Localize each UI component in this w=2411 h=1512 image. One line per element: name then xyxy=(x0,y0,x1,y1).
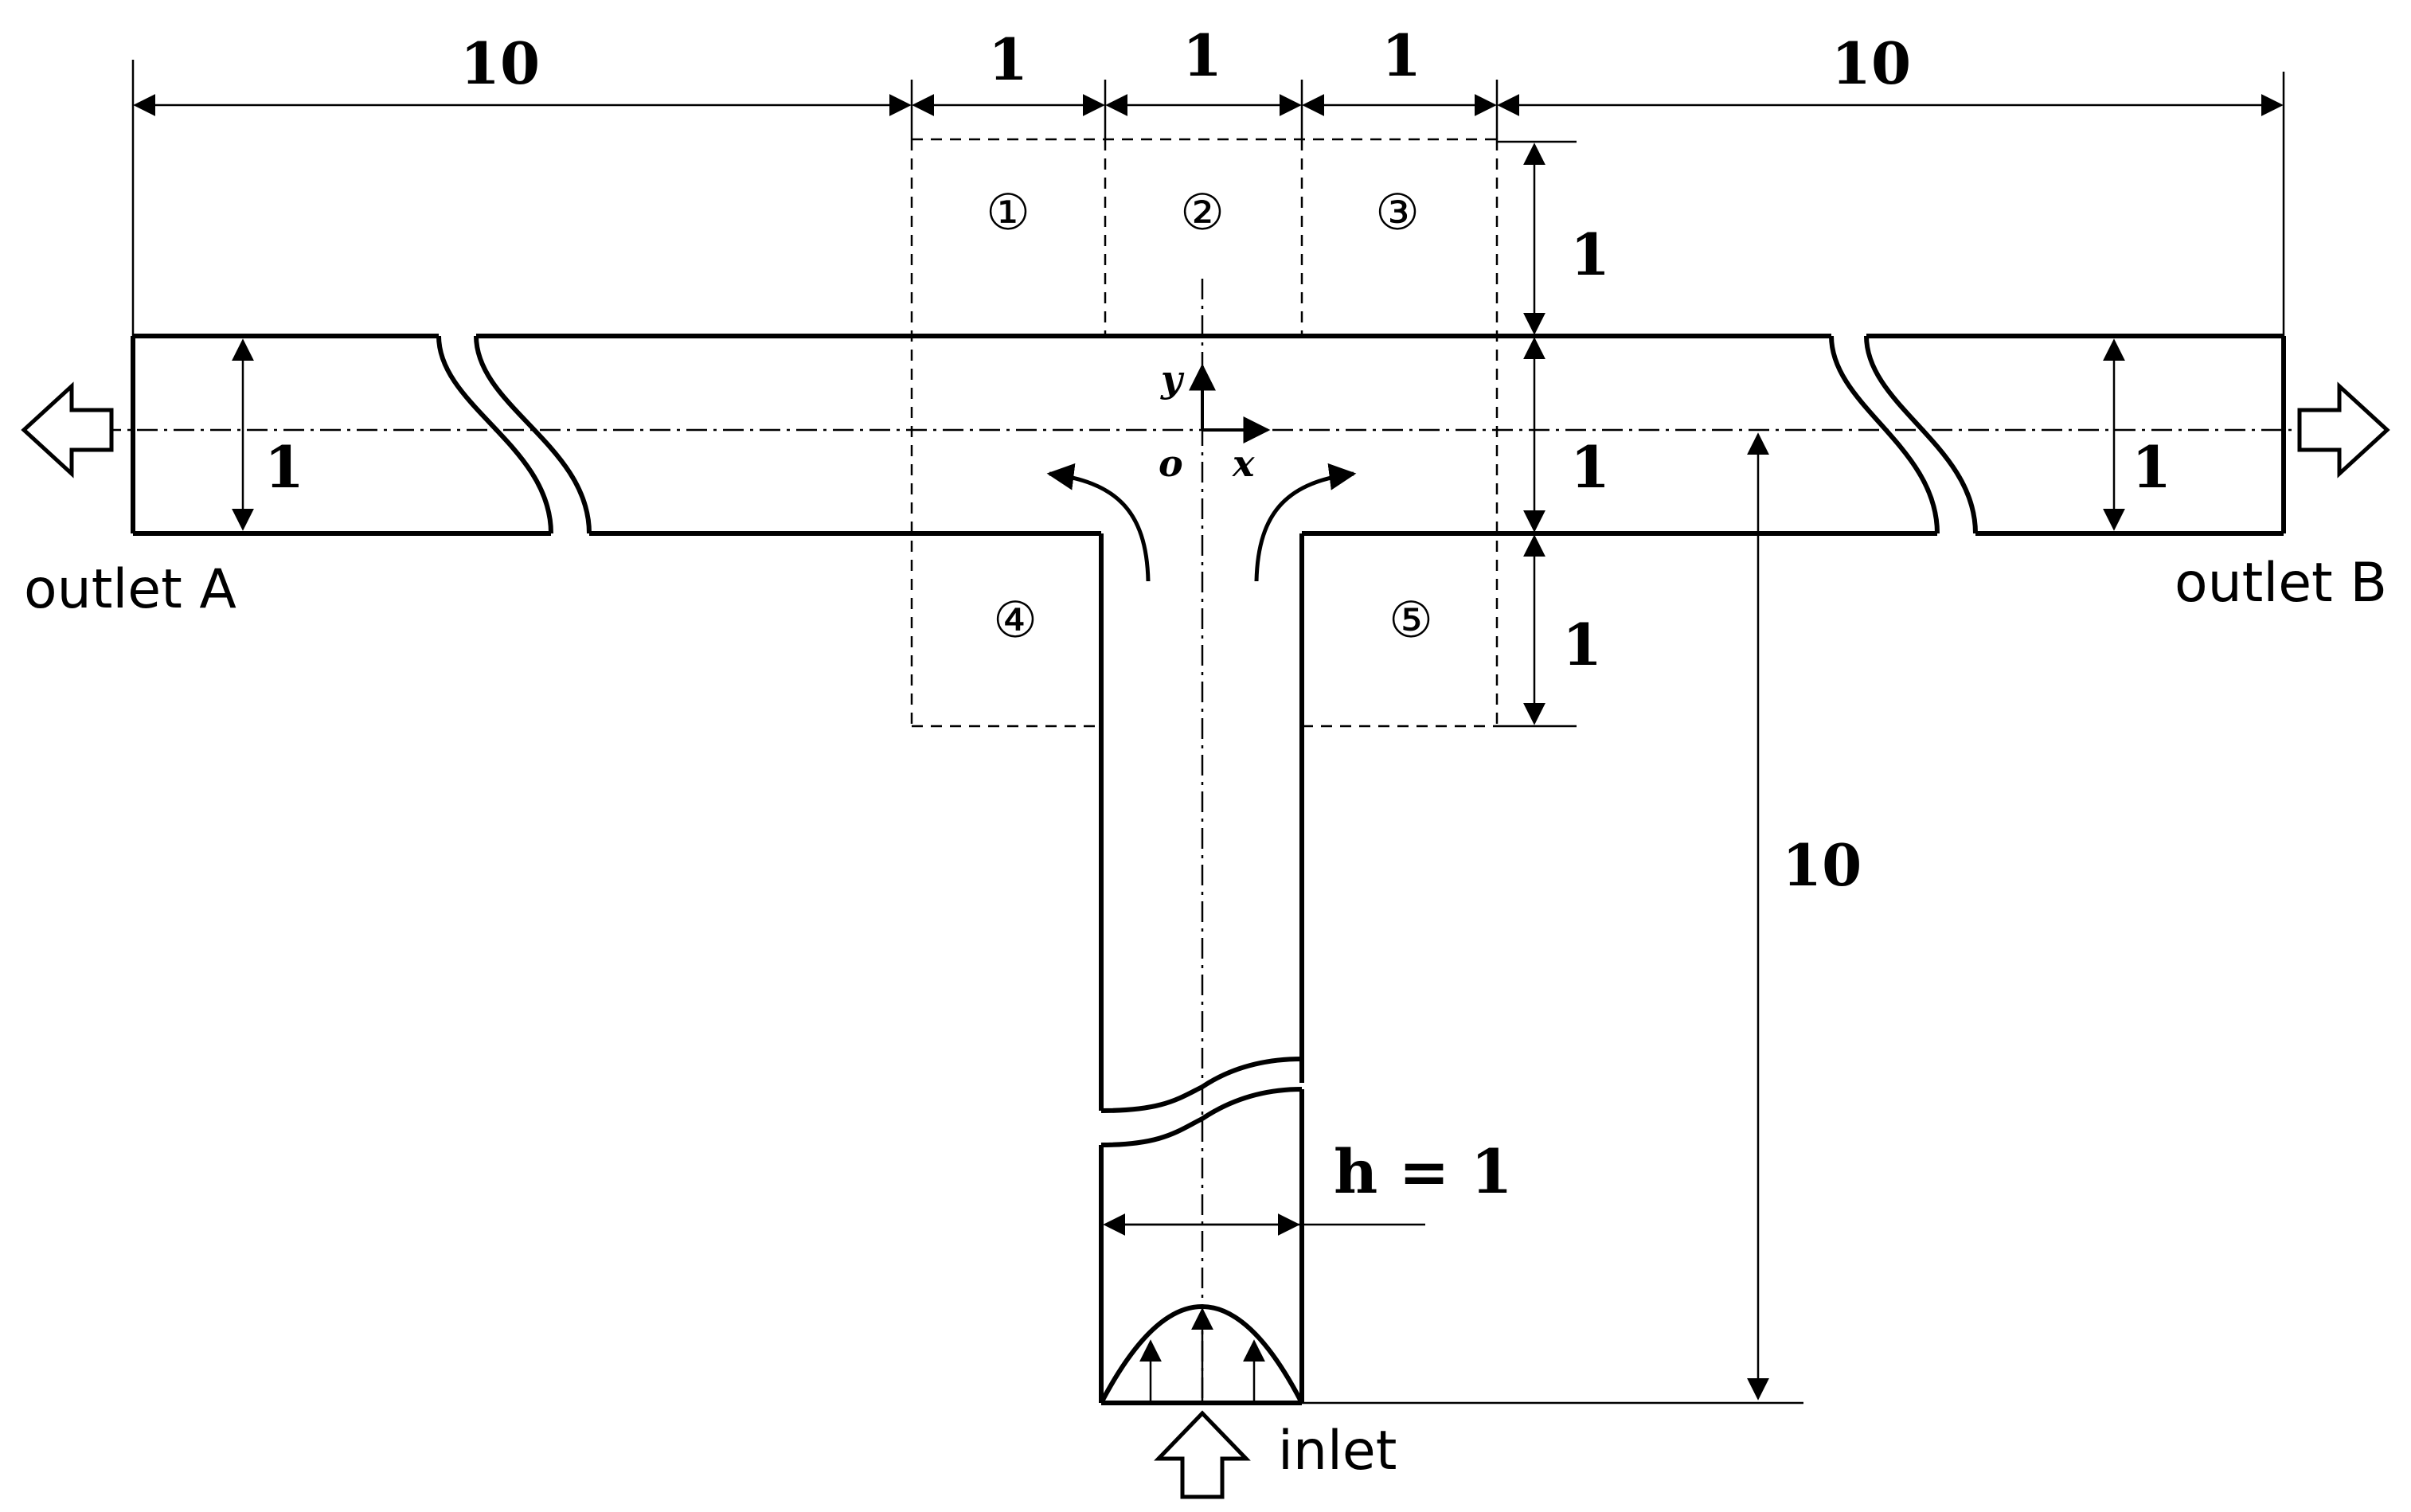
monitor-zones xyxy=(910,138,1499,728)
outlet-a-arrow-icon xyxy=(21,381,114,479)
left-break-curve-1 xyxy=(436,335,553,534)
zone-labels: ① ② ③ ④ ⑤ xyxy=(986,183,1433,649)
zone-3-label: ③ xyxy=(1375,183,1420,241)
dim-lower-zone-label: 1 xyxy=(1562,611,1602,678)
dim-outlet-b-label: 1 xyxy=(2132,433,2171,501)
parabolic-profile-curve xyxy=(1099,1304,1304,1405)
outlet-a-label: outlet A xyxy=(24,558,236,621)
inlet-label: inlet xyxy=(1278,1420,1397,1483)
right-vertical-dimensions: 1 1 1 xyxy=(1497,140,1610,728)
coordinate-axes: y o x xyxy=(1159,357,1271,485)
zone-4-label: ④ xyxy=(993,591,1037,649)
outlet-height-dimensions: 1 1 xyxy=(232,338,2171,531)
channel-walls xyxy=(131,334,2286,1405)
inlet-break-curve-2 xyxy=(1100,1087,1303,1147)
dim-zone-2-label: 1 xyxy=(1182,21,1222,89)
x-axis-label: x xyxy=(1232,442,1255,485)
dim-inlet-width-label: h = 1 xyxy=(1334,1136,1513,1207)
origin-label: o xyxy=(1159,442,1183,485)
zone-1-label: ① xyxy=(986,183,1030,241)
dim-channel-height-label: 1 xyxy=(1570,433,1610,501)
zone-2-label: ② xyxy=(1180,183,1225,241)
dim-inlet-length-label: 10 xyxy=(1782,831,1862,899)
dim-right-length-label: 10 xyxy=(1831,29,1911,97)
right-break-curve-2 xyxy=(1864,335,1978,534)
port-labels: outlet A outlet B inlet xyxy=(24,552,2387,1483)
inlet-arrow-icon xyxy=(1154,1410,1251,1499)
flow-split-arrows xyxy=(1046,463,1357,582)
zone-5-label: ⑤ xyxy=(1389,591,1433,649)
outlet-b-label: outlet B xyxy=(2175,552,2387,615)
outlet-b-arrow-icon xyxy=(2297,381,2390,479)
dim-left-length-label: 10 xyxy=(460,29,540,97)
flow-arrow-left xyxy=(1046,463,1151,582)
centerlines xyxy=(64,279,2357,1403)
flow-arrow-right xyxy=(1254,463,1357,582)
dim-zone-1-label: 1 xyxy=(988,25,1028,93)
inlet-width-dimension: h = 1 xyxy=(1103,1136,1513,1236)
top-dimensions: 10 1 1 1 10 xyxy=(131,21,2285,336)
port-arrows xyxy=(21,381,2390,1499)
inlet-velocity-profile xyxy=(1099,1304,1304,1405)
dim-upper-zone-label: 1 xyxy=(1570,221,1610,288)
y-axis-label: y xyxy=(1160,357,1185,400)
right-break-curve-1 xyxy=(1829,335,1940,534)
dim-outlet-a-label: 1 xyxy=(264,433,304,501)
dim-zone-3-label: 1 xyxy=(1381,21,1421,89)
inlet-length-dimension: 10 xyxy=(1302,432,1862,1405)
left-break-curve-2 xyxy=(474,335,592,534)
